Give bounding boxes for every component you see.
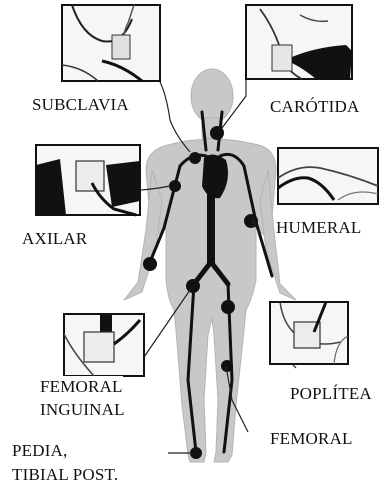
label-femoral-inguinal-line1: FEMORAL: [40, 376, 123, 397]
radial-pulse-point: [143, 257, 157, 271]
thumbnail-axilar: [36, 145, 140, 215]
label-pedia-line2: TIBIAL POST.: [12, 464, 118, 485]
thumbnail-carotida: [246, 5, 352, 79]
thumbnail-femoral-inguinal: [64, 314, 144, 376]
thumbnail-poplitea: [270, 302, 348, 364]
subclavian-pulse-point: [189, 152, 201, 164]
axillary-pulse-point: [169, 180, 181, 192]
thumbnail-subclavia: [62, 5, 160, 81]
label-axilar: AXILAR: [22, 228, 87, 249]
label-humeral: HUMERAL: [276, 217, 361, 238]
label-femoral-inguinal-line2: INGUINAL: [40, 399, 125, 420]
label-pedia-line1: PEDIA,: [12, 440, 68, 461]
popliteal-pulse-point: [221, 300, 235, 314]
label-subclavia: SUBCLAVIA: [32, 94, 129, 115]
femoral-inguinal-pulse-point: [186, 279, 200, 293]
label-poplitea: POPLÍTEA: [290, 383, 372, 404]
label-femoral: FEMORAL: [270, 428, 353, 449]
carotid-pulse-point: [210, 126, 224, 140]
label-carotida: CARÓTIDA: [270, 96, 359, 117]
thumbnail-humeral: [278, 148, 378, 204]
